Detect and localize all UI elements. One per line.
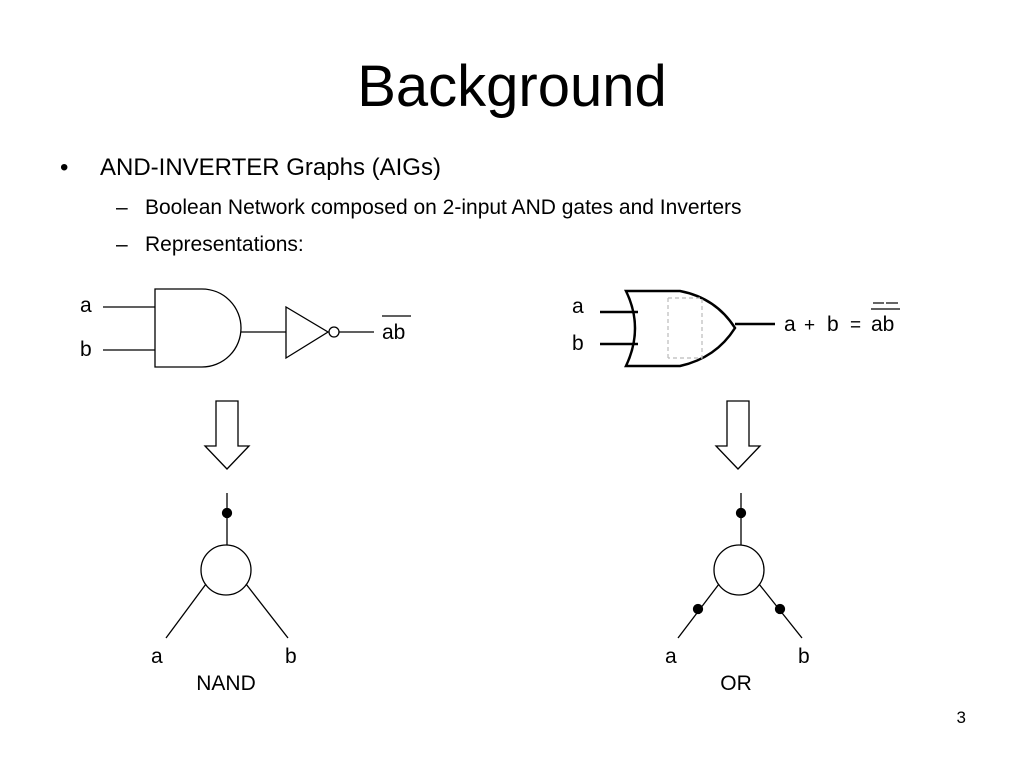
subbullet-text: Representations:	[145, 233, 304, 256]
or-expr-equals: =	[850, 315, 861, 336]
nand-input-b-label: b	[80, 338, 92, 361]
aig-right-edge	[245, 583, 289, 639]
complement-dot	[221, 507, 233, 519]
bullet-marker: •	[60, 154, 69, 181]
or-expr-b: b	[827, 313, 839, 336]
or-aig-input-a: a	[665, 645, 677, 668]
or-gate-diagram	[600, 289, 900, 368]
complement-dot	[692, 603, 704, 615]
nand-aig-input-b: b	[285, 645, 297, 668]
or-expr-rhs: ab	[871, 313, 894, 336]
complement-dot	[735, 507, 747, 519]
or-expr-a: a	[784, 313, 796, 336]
nand-aig-input-a: a	[151, 645, 163, 668]
nand-aig-graph	[165, 493, 289, 639]
down-arrow-icon	[714, 400, 762, 470]
and-gate-symbol	[154, 288, 242, 368]
down-arrow-icon	[203, 400, 251, 470]
aig-left-edge	[165, 583, 207, 639]
or-input-b-label: b	[572, 332, 584, 355]
nand-input-a-label: a	[80, 294, 92, 317]
aig-and-node	[713, 544, 765, 596]
nand-output-expression: ab	[382, 321, 405, 344]
or-expr-plus: +	[804, 315, 815, 336]
nand-caption: NAND	[196, 672, 256, 695]
subbullet-marker: –	[116, 196, 128, 219]
or-gate-symbol	[624, 289, 737, 368]
or-gate-internal-outline	[667, 297, 703, 359]
aig-and-node	[200, 544, 252, 596]
subbullet-marker: –	[116, 233, 128, 256]
inverter-symbol	[285, 305, 330, 360]
page-number: 3	[956, 708, 966, 727]
complement-dot	[774, 603, 786, 615]
subbullet-text: Boolean Network composed on 2-input AND …	[145, 196, 742, 219]
or-caption: OR	[720, 672, 752, 695]
slide-title: Background	[357, 54, 667, 119]
or-aig-input-b: b	[798, 645, 810, 668]
inverter-bubble	[328, 326, 340, 338]
bullet-text: AND-INVERTER Graphs (AIGs)	[100, 154, 441, 181]
nand-gate-diagram	[103, 288, 411, 368]
or-aig-graph	[677, 493, 803, 639]
or-input-a-label: a	[572, 295, 584, 318]
